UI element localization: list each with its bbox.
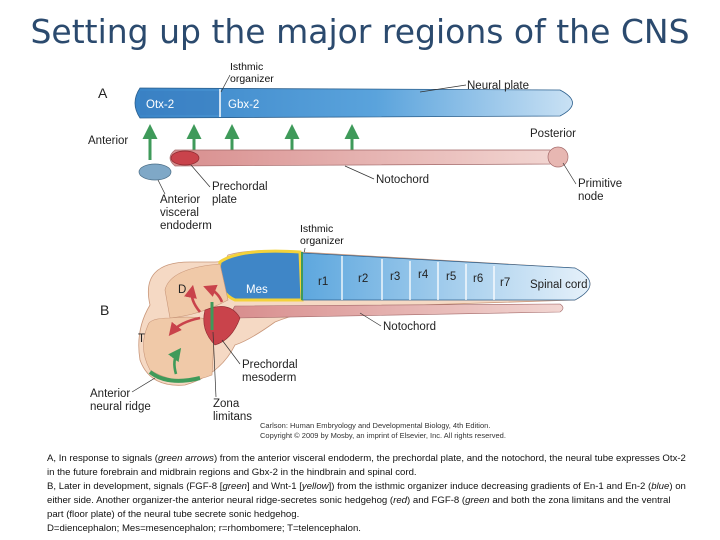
isthmic-organizer-label-b-2: organizer: [300, 235, 344, 247]
prechordal-plate-label-1: Prechordal: [212, 181, 268, 193]
posterior-label: Posterior: [530, 128, 576, 140]
credit-line-2: Copyright © 2009 by Mosby, an imprint of…: [260, 431, 506, 440]
rhombomere-dividers: [341, 256, 495, 300]
notochord-pointer-a: [344, 165, 375, 180]
isthmic-organizer-label-a-1: Isthmic: [230, 61, 263, 73]
caption-abbreviations: D=diencephalon; Mes=mesencephalon; r=rho…: [47, 523, 361, 534]
anterior-visceral-endoderm-shape: [138, 163, 172, 181]
r2-label: r2: [358, 273, 368, 285]
prechordal-plate-shape: [170, 150, 200, 166]
anterior-neural-ridge-shape: [148, 370, 201, 383]
neural-plate-shape: [134, 87, 573, 119]
d-label: D: [178, 284, 186, 296]
gbx2-label: Gbx-2: [228, 99, 259, 111]
spinal-cord-label: Spinal cord: [530, 279, 588, 291]
notochord-shape-a: [169, 149, 556, 167]
primitive-node-label-2: node: [578, 191, 604, 203]
prechordal-mesoderm-pointer: [221, 339, 241, 365]
zona-limitans-label-2: limitans: [213, 411, 252, 423]
notochord-label-a: Notochord: [376, 174, 429, 186]
prechordal-plate-label-2: plate: [212, 194, 237, 206]
primitive-node-label-1: Primitive: [578, 178, 622, 190]
anterior-label-a: Anterior: [88, 135, 128, 147]
caption-part-a: A, In response to signals (green arrows)…: [47, 453, 686, 478]
isthmic-pointer-a: [220, 74, 231, 93]
cns-regions-figure: A Otx-2 Gbx-2 Isthmic organizer Neural p…: [88, 61, 622, 440]
panel-b-letter: B: [100, 302, 109, 318]
slide-title: Setting up the major regions of the CNS: [30, 12, 690, 51]
isthmic-organizer-label-b-1: Isthmic: [300, 223, 333, 235]
notochord-label-b: Notochord: [383, 321, 436, 333]
prechordal-mesoderm-label-2: mesoderm: [242, 372, 296, 384]
r1-label: r1: [318, 276, 328, 288]
otx2-label: Otx-2: [146, 99, 174, 111]
credit-line-1: Carlson: Human Embryology and Developmen…: [260, 421, 490, 430]
fgf8-arrows-b: [168, 347, 182, 375]
isthmic-organizer-label-a-2: organizer: [230, 73, 274, 85]
notochord-shape-b: [232, 303, 564, 319]
r5-label: r5: [446, 271, 456, 283]
zona-limitans-pointer: [212, 331, 217, 398]
shh-arrows-b: [168, 284, 224, 337]
neural-plate-pointer: [419, 84, 467, 93]
ave-label-1: Anterior: [160, 194, 200, 206]
primitive-node-shape: [547, 146, 569, 168]
anterior-neural-ridge-label-2: neural ridge: [90, 401, 151, 413]
caption-part-b: B, Later in development, signals (FGF-8 …: [47, 481, 686, 520]
t-label: T: [138, 333, 145, 345]
panel-a-letter: A: [98, 85, 108, 101]
ave-pointer: [157, 179, 166, 195]
anterior-neural-ridge-label-1: Anterior: [90, 388, 130, 400]
r7-label: r7: [500, 277, 510, 289]
ave-label-2: visceral: [160, 207, 199, 219]
r4-label: r4: [418, 269, 429, 281]
primitive-node-pointer: [562, 162, 577, 185]
prechordal-plate-pointer: [190, 164, 211, 188]
prechordal-mesoderm-label-1: Prechordal: [242, 359, 298, 371]
notochord-pointer-b: [359, 312, 382, 327]
ave-label-3: endoderm: [160, 220, 212, 232]
mes-label: Mes: [246, 284, 268, 296]
anr-pointer: [131, 377, 156, 393]
r6-label: r6: [473, 273, 483, 285]
neural-plate-label: Neural plate: [467, 80, 529, 92]
zona-limitans-label-1: Zona: [213, 398, 240, 410]
figure-caption: A, In response to signals (green arrows)…: [47, 452, 687, 536]
rhombomere-labels: r1 r2 r3 r4 r5 r6 r7: [318, 269, 510, 289]
r3-label: r3: [390, 271, 400, 283]
